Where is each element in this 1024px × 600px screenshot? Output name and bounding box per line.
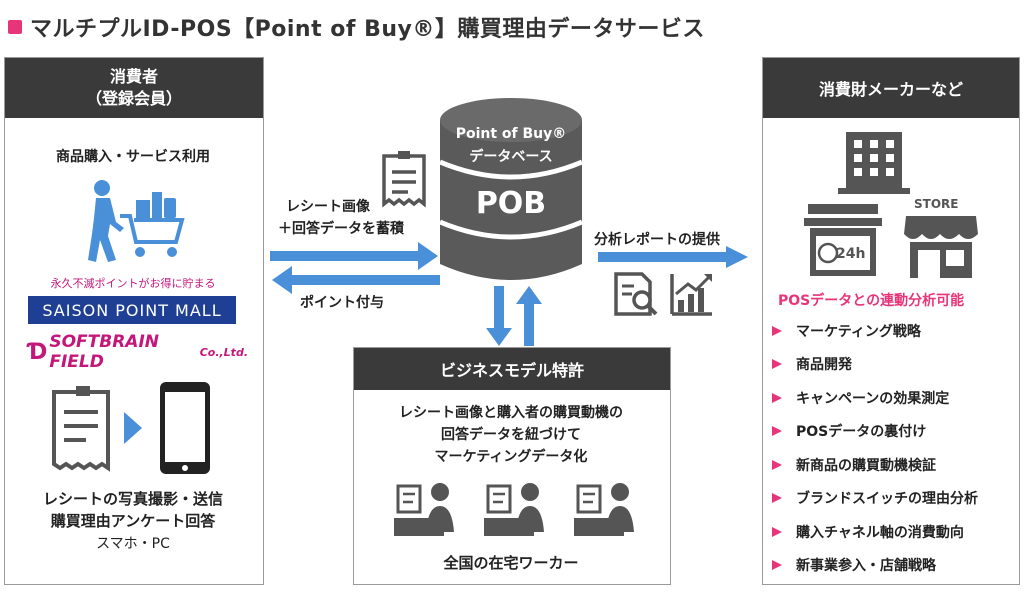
up-arrow-icon (516, 286, 542, 346)
growth-chart-icon (670, 274, 712, 316)
convenience-store-icon (804, 204, 882, 276)
list-item: ブランドスイッチの理由分析 (772, 482, 1012, 516)
store-sign: STORE (914, 197, 959, 211)
worker-icon (574, 483, 634, 536)
points-arrow-icon (272, 266, 440, 294)
softbrain-field-logo: Ɗ SOFTBRAIN FIELD Co.,Ltd. (28, 332, 248, 372)
bullet-arrow-icon (772, 426, 782, 437)
database-label-line1: Point of Buy® (455, 126, 567, 142)
bullet-arrow-icon (772, 459, 782, 470)
shopper-cart-icon (88, 180, 185, 262)
bullet-arrow-icon (772, 325, 782, 336)
pos-analysis-highlight: POSデータとの連動分析可能 (778, 293, 965, 309)
list-item: 新事業参入・店舗戦略 (772, 549, 1012, 583)
down-arrow-icon (486, 286, 512, 346)
softbrain-name: SOFTBRAIN FIELD (49, 332, 160, 372)
photo-line1: レシートの写真撮影・送信 (42, 490, 223, 508)
receipt-icon (382, 151, 426, 208)
database-label-line2: データベース (469, 149, 553, 165)
maker-heading: 消費財メーカーなど (763, 58, 1019, 118)
use-case-list: マーケティング戦略 商品開発 キャンペーンの効果測定 POSデータの裏付け 新商… (772, 314, 1012, 582)
patent-desc-line1: レシート画像と購入者の購買動機の (399, 405, 623, 421)
storefront-icon (904, 216, 978, 278)
receipt-flow-line1: レシート画像 (286, 199, 370, 215)
document-search-icon (614, 272, 658, 316)
softbrain-mark-icon: Ɗ (28, 339, 48, 365)
patent-desc-line2: 回答データを紐づけて (441, 427, 581, 443)
purchase-label: 商品購入・サービス利用 (56, 149, 210, 165)
report-icons (614, 272, 712, 316)
conv-store-sign: 24h (836, 246, 866, 262)
office-building-icon (838, 132, 910, 194)
bullet-arrow-icon (772, 526, 782, 537)
list-item: キャンペーンの効果測定 (772, 381, 1012, 415)
worker-icon (394, 483, 454, 536)
list-item: 新商品の購買動機検証 (772, 448, 1012, 482)
bullet-arrow-icon (772, 560, 782, 571)
home-workers-icons (394, 483, 634, 536)
page-title: マルチプルID-POS【Point of Buy®】購買理由データサービス (8, 10, 1018, 44)
title-text: マルチプルID-POS【Point of Buy®】購買理由データサービス (30, 17, 705, 42)
workers-label: 全国の在宅ワーカー (443, 554, 579, 572)
consumer-heading: 消費者 （登録会員） (5, 58, 263, 118)
receipt-to-phone-icon (52, 382, 210, 474)
vertical-exchange-arrows (486, 286, 542, 346)
saison-point-mall-logo: SAISON POINT MALL (28, 296, 236, 324)
consumer-heading-line2: （登録会員） (85, 89, 182, 108)
list-item: 商品開発 (772, 348, 1012, 382)
points-grant-label: ポイント付与 (300, 295, 384, 311)
report-arrow-icon (598, 246, 748, 268)
bullet-arrow-icon (772, 392, 782, 403)
database-abbr: POB (475, 186, 547, 221)
list-item: POSデータの裏付け (772, 415, 1012, 449)
data-flow-arrows (270, 242, 440, 294)
patent-desc-line3: マーケティングデータ化 (434, 449, 588, 465)
consumer-heading-line1: 消費者 (109, 67, 158, 86)
title-marker (8, 20, 22, 34)
list-item: 購入チャネル軸の消費動向 (772, 515, 1012, 549)
worker-icon (484, 483, 544, 536)
bullet-arrow-icon (772, 359, 782, 370)
softbrain-suffix: Co.,Ltd. (199, 345, 248, 359)
pob-database-icon (439, 98, 583, 280)
upload-arrow-icon (270, 242, 438, 270)
points-tagline: 永久不滅ポイントがお得に貯まる (50, 277, 216, 290)
receipt-flow-line2: ＋回答データを蓄積 (278, 221, 404, 237)
photo-line2: 購買理由アンケート回答 (50, 512, 216, 530)
list-item: マーケティング戦略 (772, 314, 1012, 348)
devices-label: スマホ・PC (96, 536, 170, 552)
bullet-arrow-icon (772, 493, 782, 504)
report-flow-label: 分析レポートの提供 (594, 232, 720, 248)
patent-heading: ビジネスモデル特許 (354, 348, 670, 390)
patent-panel: ビジネスモデル特許 (353, 347, 671, 585)
